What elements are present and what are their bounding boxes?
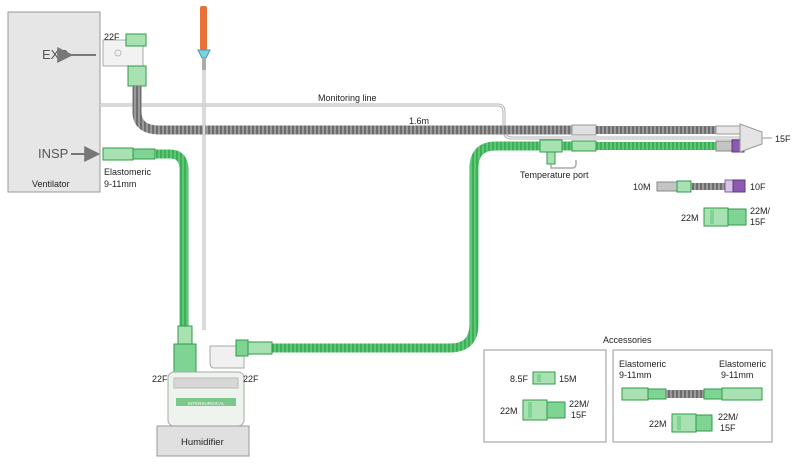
circuit-length-label: 1.6m	[409, 116, 429, 126]
expiratory-limb	[132, 86, 585, 135]
connector-right-size-2: 15F	[750, 217, 766, 227]
ventilator: Ventilator EXP INSP	[7, 11, 101, 193]
connector-right-size-1: 22M/	[750, 206, 771, 216]
exp-label: EXP	[42, 47, 68, 62]
humidifier-brand: INTERSURGICAL	[188, 401, 225, 406]
accessory-connector	[671, 413, 713, 433]
adaptor-big-left: 22M	[500, 406, 518, 416]
humidifier-left-port-size: 22F	[152, 374, 168, 384]
temperature-port-label: Temperature port	[520, 170, 589, 180]
humidifier-base	[156, 425, 250, 457]
exp-limb-end-connector	[571, 124, 597, 136]
insp-limb-to-humidifier	[155, 149, 189, 330]
insp-connector	[102, 147, 156, 161]
adaptor-big	[522, 399, 548, 421]
humidifier-title: Humidifier	[181, 437, 224, 448]
temperature-probe	[197, 6, 211, 330]
connector-22m	[703, 207, 747, 227]
ventilator-title: Ventilator	[32, 179, 70, 189]
adaptor-small	[532, 371, 556, 385]
insp-connector-label-2: 9-11mm	[104, 179, 136, 189]
adaptor-big-right-1: 22M/	[569, 399, 590, 409]
inspiratory-limb	[272, 141, 585, 353]
probe-tip	[200, 6, 207, 50]
temperature-port-connector	[539, 139, 563, 153]
exp-connector-size: 22F	[104, 32, 120, 42]
insp-connector-label-1: Elastomeric	[104, 167, 152, 177]
accessories-box-right: Elastomeric 9-11mm Elastomeric 9-11mm 22…	[612, 349, 773, 443]
catheter-mount	[656, 179, 746, 193]
patient-end-size: 15F	[775, 134, 791, 144]
adaptor-big-right-2: 15F	[571, 410, 587, 420]
elastomeric-left-1: Elastomeric	[619, 359, 667, 369]
accessories-box-left: 8.5F 15M 22M 22M/ 15F	[483, 349, 607, 443]
humidifier: INTERSURGICAL Humidifier	[156, 325, 273, 457]
y-piece	[739, 123, 772, 153]
connector-left-size: 22M	[681, 213, 699, 223]
accessory-connector-left: 22M	[649, 419, 667, 429]
catheter-mount-right-size: 10F	[750, 182, 766, 192]
elastomeric-right-1: Elastomeric	[719, 359, 767, 369]
accessory-connector-right-2: 15F	[720, 423, 736, 433]
humidifier-right-port-size: 22F	[243, 374, 259, 384]
elastomeric-left-2: 9-11mm	[619, 370, 651, 380]
elastomeric-right-2: 9-11mm	[721, 370, 753, 380]
accessory-connector-right-1: 22M/	[718, 412, 739, 422]
monitoring-line-label: Monitoring line	[318, 93, 377, 103]
ventilator-box	[7, 11, 101, 193]
insp-label: INSP	[38, 146, 68, 161]
accessories-title: Accessories	[603, 335, 652, 345]
catheter-mount-left-size: 10M	[633, 182, 651, 192]
adaptor-small-right: 15M	[559, 374, 577, 384]
adaptor-small-left: 8.5F	[510, 374, 529, 384]
elastomeric-tube	[621, 387, 763, 401]
